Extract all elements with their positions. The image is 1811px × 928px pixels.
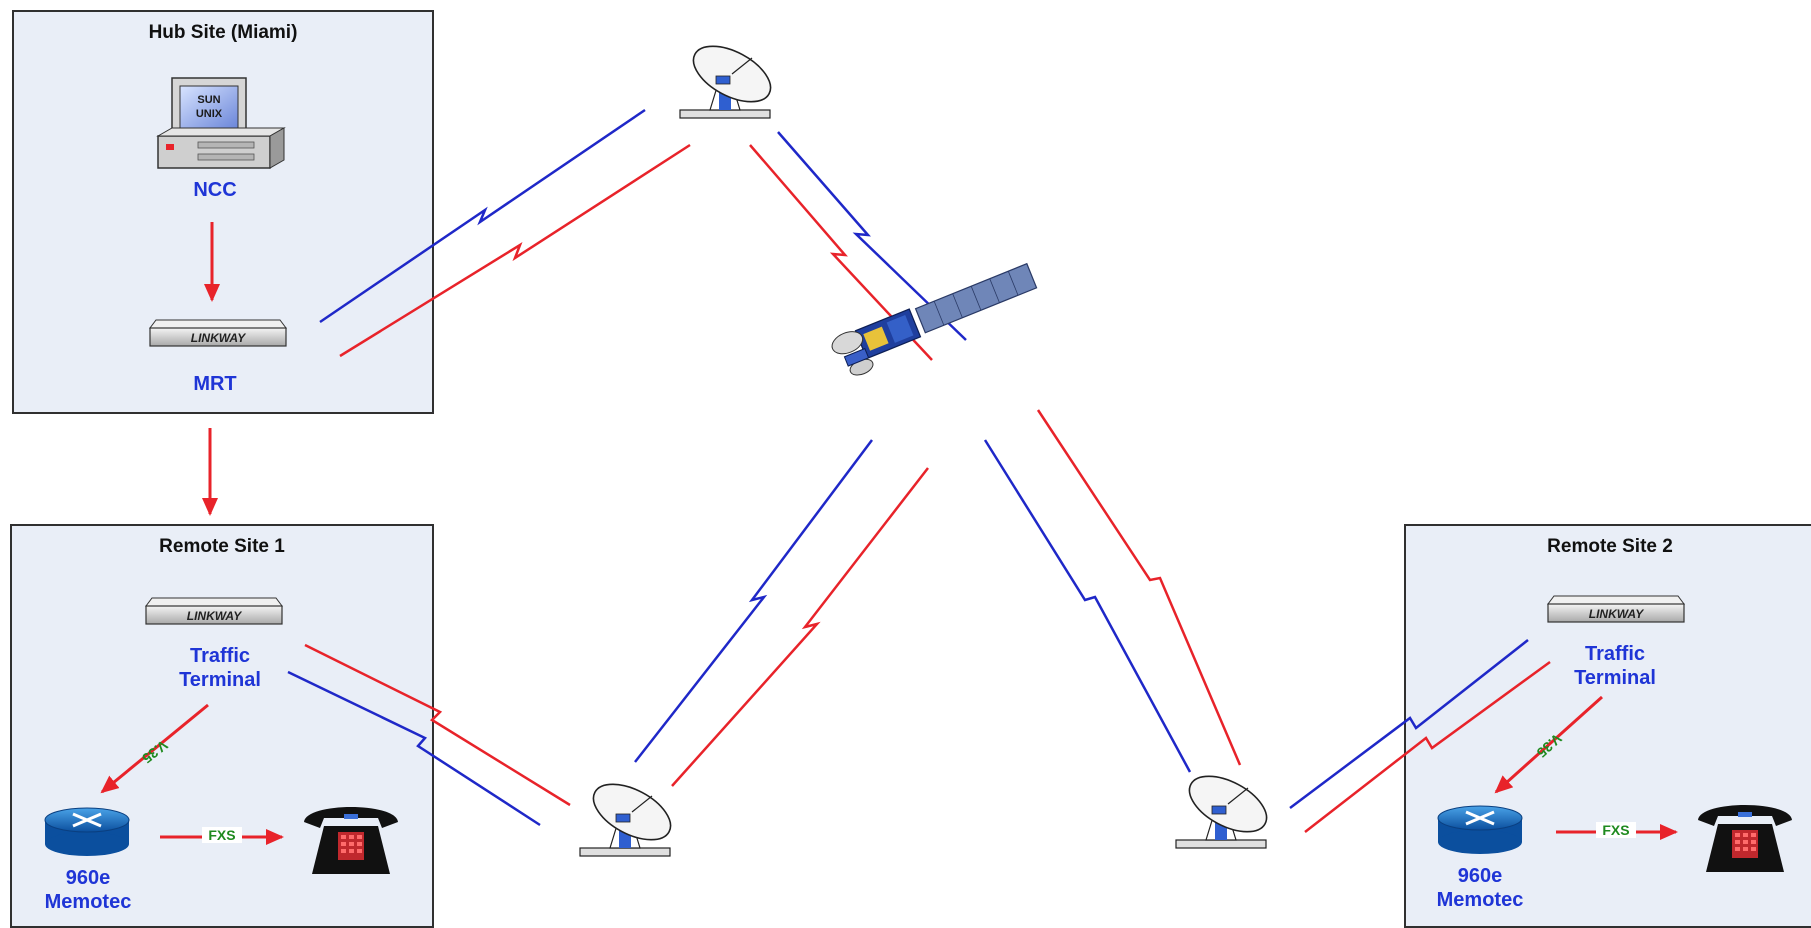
downlink-dish-top-to-sat (777, 131, 967, 341)
router-2-label-line2: Memotec (1436, 889, 1524, 911)
ncc-label: NCC (193, 179, 237, 201)
remote-site-2-title: Remote Site 2 (1547, 536, 1673, 557)
fxs-tag-bg-remote-2 (1596, 822, 1636, 838)
downlink-hub-to-dish (319, 108, 646, 324)
uplink-dish-top-to-sat (749, 144, 933, 361)
downlink-sat-to-dish-1 (634, 439, 873, 763)
uplink-sat-to-dish-2 (1036, 409, 1242, 766)
terminal-1-device-text: LINKWAY (187, 609, 242, 623)
hub-site-title: Hub Site (Miami) (148, 22, 298, 43)
mrt-device-icon (149, 319, 287, 347)
satellite-dish-remote-2-icon (1175, 775, 1268, 849)
satellite-dish-top-icon (679, 45, 772, 119)
computer-icon (156, 77, 286, 169)
router-1-label-line2: Memotec (44, 891, 132, 913)
router-1-label-line1: 960e (65, 867, 111, 889)
uplink-dish-2-to-terminal (1304, 660, 1551, 833)
downlink-terminal-1-to-dish (287, 670, 541, 827)
remote-site-1-title: Remote Site 1 (159, 536, 285, 557)
router-2-label-line1: 960e (1457, 865, 1503, 887)
downlink-sat-to-dish-2 (983, 439, 1192, 773)
telephone-1-icon (304, 807, 398, 874)
downlink-dish-2-to-terminal (1289, 639, 1529, 809)
router-1-icon (44, 807, 130, 856)
fxs-tag-bg-remote-1 (202, 827, 242, 843)
v35-label-remote-1: V.35 (139, 737, 171, 767)
terminal-1-device-icon (145, 597, 283, 625)
ncc-screen-line2: UNIX (196, 108, 223, 120)
mrt-device-text: LINKWAY (191, 331, 246, 345)
telephone-2-icon (1698, 805, 1792, 872)
terminal-1-label-line2: Terminal (179, 669, 261, 691)
terminal-2-device-icon (1547, 595, 1685, 623)
mrt-label: MRT (193, 373, 237, 395)
arrow-v35-remote-1 (100, 703, 209, 794)
v35-tag-remote-1: V.35 (139, 737, 171, 767)
terminal-2-label-line2: Terminal (1574, 667, 1656, 689)
arrow-v35-remote-2 (1494, 695, 1604, 794)
terminal-2-device-text: LINKWAY (1589, 607, 1644, 621)
fxs-label-remote-1: FXS (208, 827, 235, 843)
satellite-icon (831, 262, 1038, 376)
uplink-hub-to-dish (339, 143, 691, 358)
fxs-label-remote-2: FXS (1602, 822, 1629, 838)
satellite-dish-remote-1-icon (579, 783, 672, 857)
uplink-sat-to-dish-1 (671, 467, 929, 787)
router-2-icon (1437, 805, 1523, 854)
terminal-2-label-line1: Traffic (1584, 643, 1646, 665)
ncc-screen-line1: SUN (197, 94, 220, 106)
terminal-1-label-line1: Traffic (189, 645, 251, 667)
uplink-terminal-1-to-dish (304, 643, 571, 807)
